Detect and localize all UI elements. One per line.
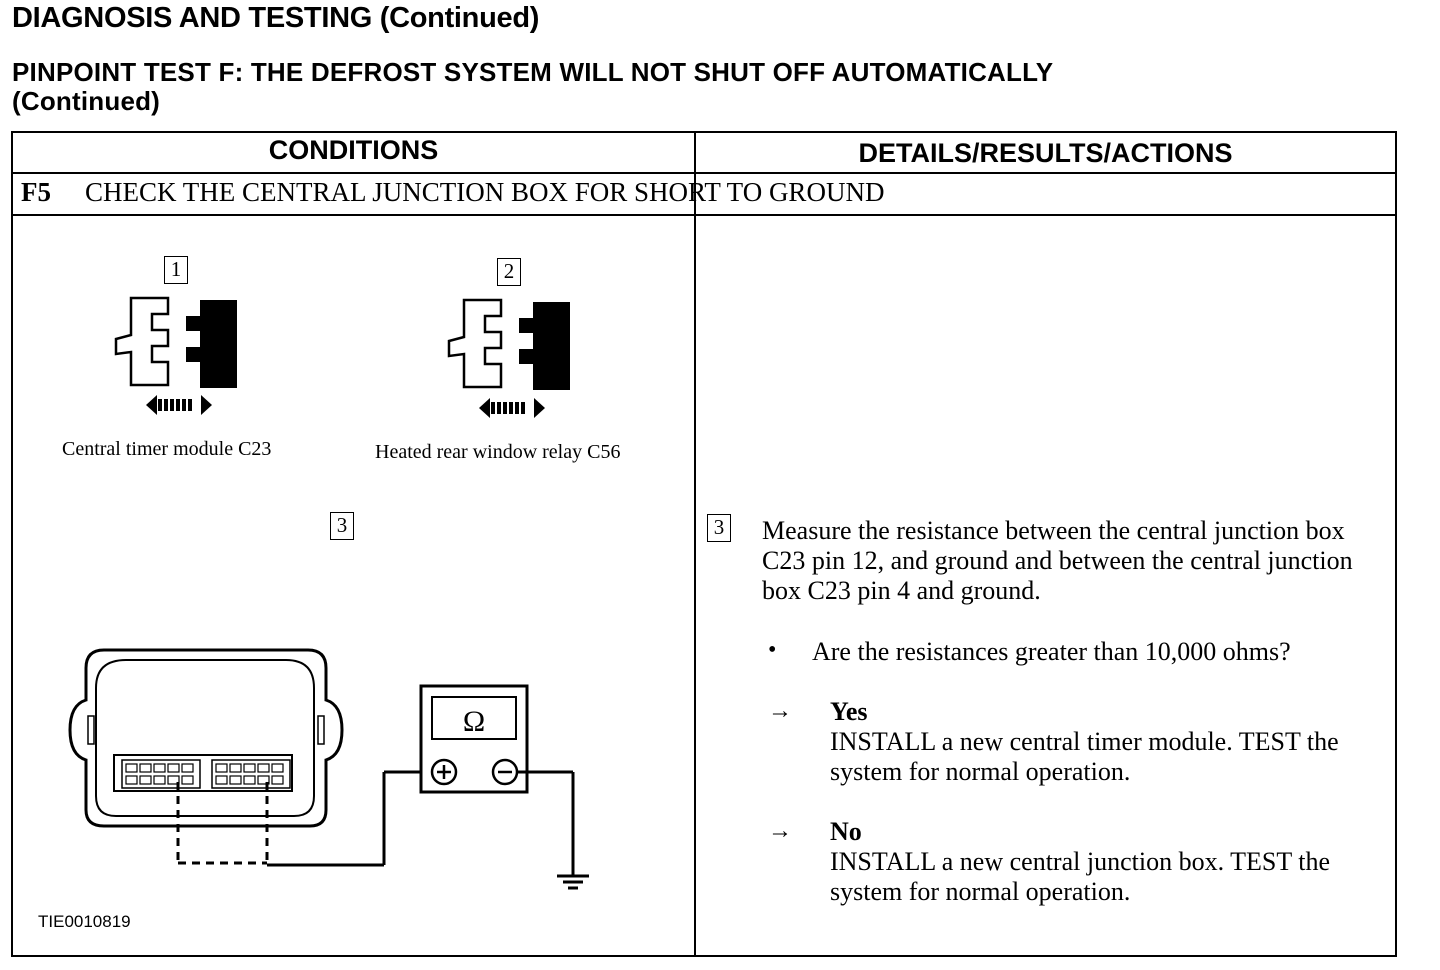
figure-code: TIE0010819 (38, 912, 131, 931)
pinpoint-table: CONDITIONS DETAILS/RESULTS/ACTIONS F5 CHE… (11, 131, 1397, 957)
instruction-text: Measure the resistance between the centr… (762, 516, 1353, 605)
arrow-right-icon: → (768, 818, 792, 844)
details-instruction: Measure the resistance between the centr… (762, 516, 1392, 606)
step-title: CHECK THE CENTRAL JUNCTION BOX FOR SHORT… (85, 177, 885, 207)
test-title: PINPOINT TEST F: THE DEFROST SYSTEM WILL… (12, 58, 1053, 116)
test-title-line2: (Continued) (12, 86, 161, 116)
answer-no-label: No (830, 817, 862, 846)
step-row: F5 CHECK THE CENTRAL JUNCTION BOX FOR SHO… (21, 177, 884, 208)
answer-no: No INSTALL a new central junction box. T… (830, 817, 1390, 907)
test-title-line1: PINPOINT TEST F: THE DEFROST SYSTEM WILL… (12, 57, 1054, 87)
answer-yes-label: Yes (830, 697, 868, 726)
caption-central-timer-module: Central timer module C23 (62, 438, 272, 460)
column-header-conditions: CONDITIONS (268, 135, 439, 165)
header-divider (13, 172, 1395, 174)
step-code: F5 (21, 177, 51, 207)
details-step-ref: 3 (707, 514, 731, 542)
column-divider (694, 133, 696, 955)
question-text: Are the resistances greater than 10,000 … (812, 637, 1291, 666)
answer-yes: Yes INSTALL a new central timer module. … (830, 697, 1390, 787)
page-heading: DIAGNOSIS AND TESTING (Continued) (12, 2, 540, 34)
arrow-right-icon: → (768, 698, 792, 724)
column-header-details: DETAILS/RESULTS/ACTIONS (858, 138, 1233, 168)
caption-heated-rear-window-relay: Heated rear window relay C56 (375, 441, 621, 463)
step-row-divider (13, 214, 1395, 216)
callout-3: 3 (330, 512, 354, 540)
callout-2: 2 (497, 258, 521, 286)
bullet-icon: • (768, 637, 777, 663)
answer-no-action: INSTALL a new central junction box. TEST… (830, 847, 1330, 906)
callout-1: 1 (164, 256, 188, 284)
answer-yes-action: INSTALL a new central timer module. TEST… (830, 727, 1339, 786)
